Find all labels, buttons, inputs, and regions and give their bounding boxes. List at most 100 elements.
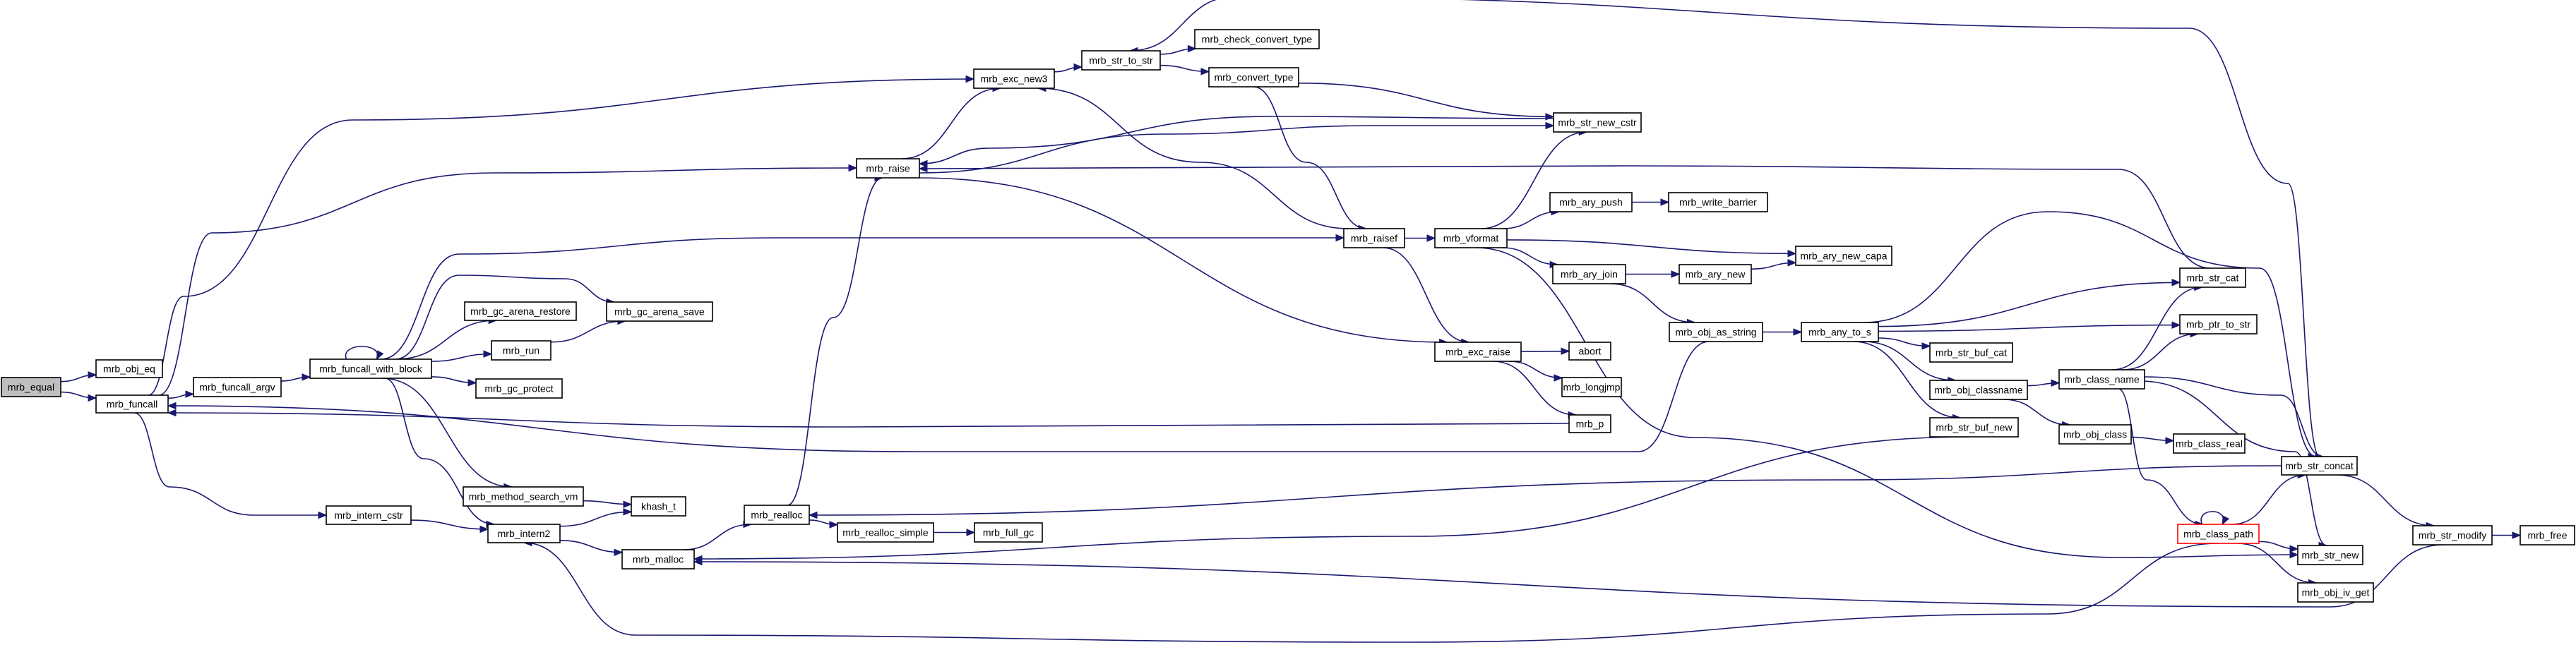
node-mrb-str-new[interactable]: mrb_str_new — [2297, 545, 2363, 565]
node-mrb-gc-protect[interactable]: mrb_gc_protect — [475, 378, 563, 399]
edge-line-mrb_funcall_with_block-mrb_funcall_with_block — [345, 346, 378, 360]
node-mrb-gc-arena-restore[interactable]: mrb_gc_arena_restore — [464, 301, 577, 321]
node-box — [1668, 192, 1768, 212]
node-mrb-class-path[interactable]: mrb_class_path — [2177, 524, 2260, 544]
node-label: mrb_funcall — [107, 399, 157, 410]
node-label: mrb_any_to_s — [1808, 327, 1871, 338]
node-mrb-write-barrier[interactable]: mrb_write_barrier — [1668, 192, 1768, 212]
node-mrb-realloc[interactable]: mrb_realloc — [744, 505, 810, 525]
node-mrb-obj-class[interactable]: mrb_obj_class — [2058, 424, 2132, 445]
node-mrb-obj-eq[interactable]: mrb_obj_eq — [95, 359, 163, 378]
edge-mrb_vformat-mrb_ary_join — [1502, 247, 1559, 269]
node-mrb-convert-type[interactable]: mrb_convert_type — [1208, 67, 1299, 88]
edge-line-mrb_class_path-mrb_intern2 — [523, 542, 2218, 643]
arrowhead-mrb_funcall_argv-mrb_funcall_with_block — [302, 373, 311, 381]
node-mrb-malloc[interactable]: mrb_malloc — [621, 549, 695, 569]
node-mrb-str-buf-cat[interactable]: mrb_str_buf_cat — [1929, 342, 2013, 363]
edge-mrb_str_modify-mrb_free — [2492, 531, 2522, 539]
edge-mrb_funcall-mrb_intern_cstr — [133, 412, 328, 519]
node-label: mrb_method_search_vm — [469, 491, 578, 502]
edge-mrb_ary_join-mrb_obj_as_string — [1610, 283, 1696, 327]
node-mrb-class-real[interactable]: mrb_class_real — [2173, 433, 2246, 454]
node-mrb-full-gc[interactable]: mrb_full_gc — [974, 522, 1043, 543]
node-mrb-check-convert-type[interactable]: mrb_check_convert_type — [1194, 29, 1320, 49]
node-label: mrb_free — [2527, 530, 2567, 541]
node-mrb-exc-new3[interactable]: mrb_exc_new3 — [973, 68, 1055, 89]
edge-mrb_str_modify-mrb_malloc — [693, 544, 2444, 608]
node-label: mrb_realloc_simple — [842, 527, 929, 538]
node-mrb-class-name[interactable]: mrb_class_name — [2058, 369, 2145, 390]
edge-mrb_intern2-mrb_malloc — [559, 539, 624, 556]
node-khash-t[interactable]: khash_t — [631, 496, 686, 517]
node-mrb-intern2[interactable]: mrb_intern2 — [487, 524, 561, 543]
node-mrb-realloc-simple[interactable]: mrb_realloc_simple — [837, 522, 934, 543]
edge-mrb_any_to_s-mrb_ptr_to_str — [1878, 321, 2181, 332]
edge-mrb_intern2-khash_t — [559, 508, 633, 527]
node-box — [193, 377, 282, 397]
node-mrb-ary-new[interactable]: mrb_ary_new — [1678, 264, 1752, 284]
node-label: abort — [1579, 346, 1602, 357]
node-mrb-any-to-s[interactable]: mrb_any_to_s — [1801, 322, 1879, 342]
node-mrb-gc-arena-save[interactable]: mrb_gc_arena_save — [606, 301, 713, 322]
edge-line-mrb_run-mrb_gc_arena_save — [550, 320, 626, 343]
node-mrb-method-search-vm[interactable]: mrb_method_search_vm — [463, 486, 584, 507]
node-box — [487, 524, 561, 543]
node-mrb-funcall-with-block[interactable]: mrb_funcall_with_block — [309, 358, 432, 379]
edge-line-mrb_any_to_s-mrb_ptr_to_str — [1878, 324, 2181, 332]
node-box — [1678, 264, 1752, 284]
node-mrb-longjmp[interactable]: mrb_longjmp — [1561, 377, 1622, 397]
node-mrb-vformat[interactable]: mrb_vformat — [1434, 228, 1508, 248]
node-box — [1929, 417, 2019, 438]
node-mrb-raisef[interactable]: mrb_raisef — [1343, 228, 1405, 248]
node-mrb-equal[interactable]: mrb_equal — [1, 377, 61, 397]
edge-line-mrb_class_name-mrb_str_concat — [2144, 376, 2324, 457]
node-box — [1801, 322, 1879, 342]
node-mrb-obj-classname[interactable]: mrb_obj_classname — [1929, 380, 2028, 400]
arrowhead-mrb_ary_join-mrb_ary_new — [1671, 270, 1681, 278]
node-mrb-str-modify[interactable]: mrb_str_modify — [2412, 525, 2493, 545]
node-mrb-ptr-to-str[interactable]: mrb_ptr_to_str — [2179, 314, 2258, 334]
node-mrb-ary-new-capa[interactable]: mrb_ary_new_capa — [1795, 246, 1892, 266]
node-box — [1929, 380, 2028, 400]
node-label: mrb_write_barrier — [1679, 197, 1757, 208]
node-mrb-str-cat[interactable]: mrb_str_cat — [2179, 267, 2246, 288]
node-label: mrb_obj_class — [2063, 429, 2127, 440]
edge-mrb_vformat-mrb_ary_new_capa — [1506, 239, 1797, 258]
node-mrb-p[interactable]: mrb_p — [1568, 414, 1611, 433]
edge-line-mrb_any_to_s-mrb_str_buf_new — [1853, 341, 1961, 418]
arrowhead-mrb_raisef-mrb_vformat — [1426, 234, 1436, 242]
arrowhead-mrb_funcall_with_block-mrb_raisef — [1335, 234, 1345, 242]
node-mrb-str-to-str[interactable]: mrb_str_to_str — [1081, 50, 1161, 71]
node-mrb-ary-join[interactable]: mrb_ary_join — [1552, 264, 1626, 284]
node-mrb-funcall[interactable]: mrb_funcall — [95, 394, 169, 414]
edge-line-mrb_class_name-mrb_str_cat — [2112, 287, 2202, 370]
node-mrb-raise[interactable]: mrb_raise — [856, 158, 920, 179]
node-mrb-obj-iv-get[interactable]: mrb_obj_iv_get — [2297, 582, 2374, 603]
node-abort[interactable]: abort — [1568, 342, 1611, 361]
edge-line-mrb_convert_type-mrb_str_new_cstr — [1298, 83, 1554, 118]
node-mrb-str-new-cstr[interactable]: mrb_str_new_cstr — [1553, 112, 1642, 133]
node-mrb-obj-as-string[interactable]: mrb_obj_as_string — [1669, 322, 1763, 342]
node-box — [856, 158, 920, 179]
node-mrb-str-buf-new[interactable]: mrb_str_buf_new — [1929, 417, 2019, 438]
arrowhead-mrb_p-mrb_funcall — [167, 409, 177, 417]
edge-line-mrb_funcall_with_block-mrb_raisef — [381, 237, 1344, 360]
node-mrb-exc-raise[interactable]: mrb_exc_raise — [1434, 342, 1522, 362]
node-label: mrb_longjmp — [1563, 382, 1621, 393]
edge-mrb_str_to_str-mrb_convert_type — [1159, 64, 1210, 76]
node-mrb-intern-cstr[interactable]: mrb_intern_cstr — [326, 505, 412, 525]
node-mrb-run[interactable]: mrb_run — [491, 340, 551, 361]
node-label: mrb_equal — [8, 382, 54, 393]
node-mrb-funcall-argv[interactable]: mrb_funcall_argv — [193, 377, 282, 397]
node-box — [2058, 424, 2132, 445]
edge-line-mrb_str_new_cstr-mrb_raise — [919, 116, 1554, 164]
node-mrb-str-concat[interactable]: mrb_str_concat — [2281, 456, 2358, 476]
node-mrb-ary-push[interactable]: mrb_ary_push — [1549, 192, 1633, 212]
arrowhead-mrb_exc_raise-abort — [1561, 347, 1570, 355]
node-mrb-free[interactable]: mrb_free — [2520, 525, 2575, 545]
node-box — [974, 522, 1043, 543]
node-label: mrb_obj_as_string — [1675, 327, 1756, 338]
edge-line-mrb_realloc-mrb_raise — [787, 177, 883, 506]
edge-mrb_convert_type-mrb_raisef — [1253, 86, 1368, 233]
